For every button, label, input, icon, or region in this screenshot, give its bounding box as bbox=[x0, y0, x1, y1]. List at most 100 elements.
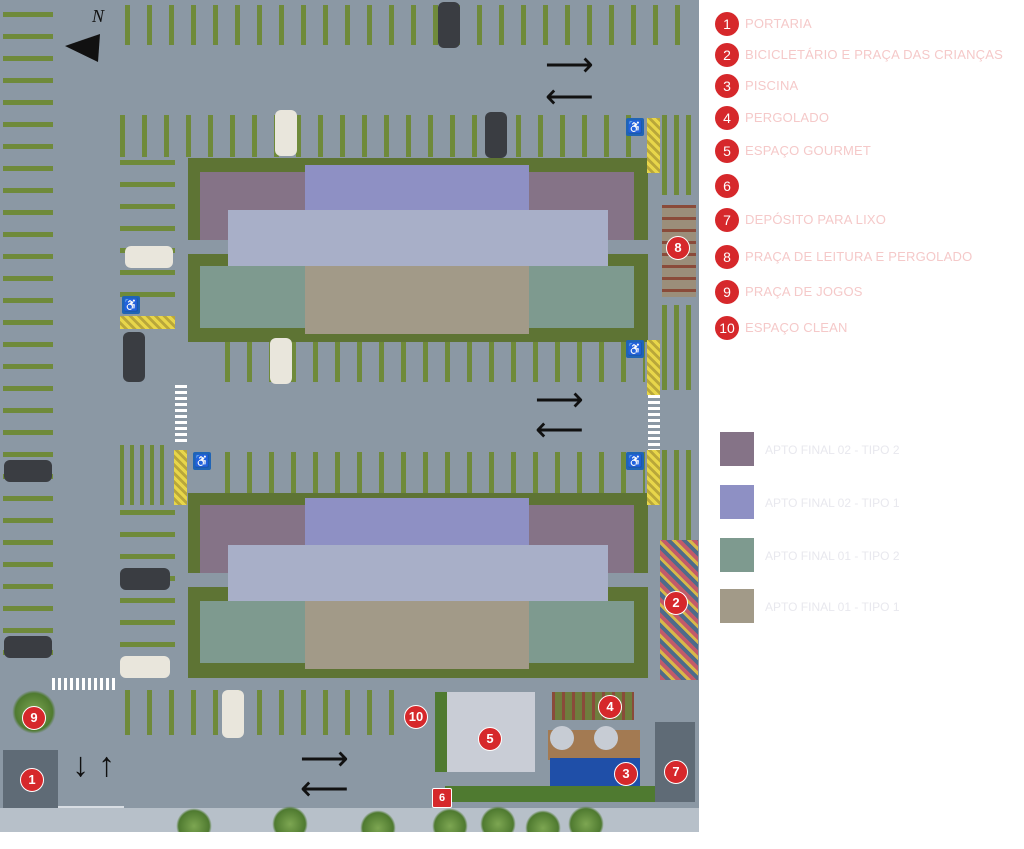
arrow-down-icon: ↓ bbox=[72, 746, 89, 784]
marker-4: 4 bbox=[598, 695, 622, 719]
upper-apt-bottom-right bbox=[529, 266, 634, 328]
left-parking-hedges bbox=[3, 12, 53, 662]
umbrella bbox=[550, 726, 574, 750]
swatch-label-3: APTO FINAL 01 - TIPO 2 bbox=[765, 549, 900, 563]
marker-6: 6 bbox=[432, 788, 452, 808]
legend-num-8: 8 bbox=[715, 245, 739, 269]
legend-label-5: ESPAÇO GOURMET bbox=[745, 143, 872, 158]
crosswalk-bottom bbox=[52, 678, 117, 690]
car bbox=[438, 2, 460, 48]
tree bbox=[480, 806, 516, 832]
legend-label-1: PORTARIA bbox=[745, 16, 812, 31]
car bbox=[123, 332, 145, 382]
upper-left-hedges bbox=[120, 160, 175, 300]
legend-num-2: 2 bbox=[715, 43, 739, 67]
legend-num-6: 6 bbox=[715, 174, 739, 198]
tree bbox=[432, 808, 468, 832]
upper-block-hedges bbox=[120, 115, 640, 157]
arrow-left-icon: ⟵ bbox=[300, 770, 349, 808]
car bbox=[120, 568, 170, 590]
wheelchair-icon: ♿ bbox=[626, 452, 644, 470]
marker-1: 1 bbox=[20, 768, 44, 792]
arrow-right-icon: ⟶ bbox=[535, 381, 584, 419]
legend-num-7: 7 bbox=[715, 208, 739, 232]
car bbox=[485, 112, 507, 158]
tree bbox=[525, 810, 561, 832]
pool-hedge bbox=[445, 786, 655, 802]
lower-apt-bottom-mid-right bbox=[417, 601, 529, 669]
tree bbox=[176, 808, 212, 832]
accessible-hatch-mid-left bbox=[174, 450, 187, 505]
legend-label-2: BICICLETÁRIO E PRAÇA DAS CRIANÇAS bbox=[745, 47, 1003, 62]
upper-apt-bottom-left bbox=[200, 266, 305, 328]
legend-num-1: 1 bbox=[715, 12, 739, 36]
right-hedges-upper bbox=[662, 115, 697, 195]
car bbox=[120, 656, 170, 678]
wheelchair-icon: ♿ bbox=[626, 340, 644, 358]
legend-label-4: PERGOLADO bbox=[745, 110, 830, 125]
lower-apt-bottom-left bbox=[200, 601, 305, 663]
crosswalk-right bbox=[648, 395, 660, 450]
car bbox=[270, 338, 292, 384]
swatch-type-1 bbox=[720, 432, 754, 466]
car bbox=[275, 110, 297, 156]
north-arrow-icon bbox=[65, 34, 100, 62]
legend-num-10: 10 bbox=[715, 316, 739, 340]
north-label: N bbox=[92, 6, 105, 26]
legend-label-9: PRAÇA DE JOGOS bbox=[745, 284, 863, 299]
accessible-hatch-top-right bbox=[647, 118, 660, 173]
car bbox=[4, 460, 52, 482]
accessible-hatch-left bbox=[120, 316, 175, 329]
arrow-up-icon: ↑ bbox=[98, 746, 115, 784]
swatch-label-1: APTO FINAL 02 - TIPO 2 bbox=[765, 443, 900, 457]
umbrella bbox=[594, 726, 618, 750]
lower-core bbox=[228, 545, 608, 601]
arrow-right-icon: ⟶ bbox=[300, 740, 349, 778]
tree bbox=[272, 806, 308, 832]
lower-apt-bottom-right bbox=[529, 601, 634, 663]
car bbox=[4, 636, 52, 658]
middle-upper-hedges bbox=[225, 340, 645, 382]
car bbox=[125, 246, 173, 268]
legend-label-3: PISCINA bbox=[745, 78, 799, 93]
upper-core bbox=[228, 210, 608, 266]
car bbox=[222, 690, 244, 738]
tree bbox=[360, 810, 396, 832]
legend-num-3: 3 bbox=[715, 74, 739, 98]
arrow-left-icon: ⟵ bbox=[545, 78, 594, 116]
gate-line bbox=[58, 806, 124, 809]
swatch-type-3 bbox=[720, 538, 754, 572]
legend-num-9: 9 bbox=[715, 280, 739, 304]
legend-label-7: DEPÓSITO PARA LIXO bbox=[745, 212, 887, 227]
swatch-type-4 bbox=[720, 589, 754, 623]
lower-apt-bottom-mid-left bbox=[305, 601, 417, 669]
wheelchair-icon: ♿ bbox=[626, 118, 644, 136]
wheelchair-icon: ♿ bbox=[122, 296, 140, 314]
right-hedges-lower bbox=[662, 450, 697, 540]
accessible-hatch-mid-right bbox=[647, 340, 660, 395]
marker-7: 7 bbox=[664, 760, 688, 784]
marker-8: 8 bbox=[666, 236, 690, 260]
swatch-type-2 bbox=[720, 485, 754, 519]
arrow-left-icon: ⟵ bbox=[535, 411, 584, 449]
marker-3: 3 bbox=[614, 762, 638, 786]
legend-label-8: PRAÇA DE LEITURA E PERGOLADO bbox=[745, 249, 973, 264]
upper-apt-bottom-mid-left bbox=[305, 266, 417, 334]
legend-num-4: 4 bbox=[715, 106, 739, 130]
legend-label-10: ESPAÇO CLEAN bbox=[745, 320, 848, 335]
marker-5: 5 bbox=[478, 727, 502, 751]
swatch-label-4: APTO FINAL 01 - TIPO 1 bbox=[765, 600, 900, 614]
middle-lower-hedges bbox=[225, 452, 645, 494]
marker-10: 10 bbox=[404, 705, 428, 729]
marker-2: 2 bbox=[664, 591, 688, 615]
marker-9: 9 bbox=[22, 706, 46, 730]
legend-num-5: 5 bbox=[715, 139, 739, 163]
gourmet-hedge bbox=[435, 692, 447, 772]
accessible-hatch-lower-right bbox=[647, 450, 660, 505]
wheelchair-icon: ♿ bbox=[193, 452, 211, 470]
bottom-hedges bbox=[125, 690, 400, 735]
swatch-label-2: APTO FINAL 02 - TIPO 1 bbox=[765, 496, 900, 510]
right-hedges-middle bbox=[662, 305, 697, 390]
crosswalk-left bbox=[175, 385, 187, 445]
middle-left-hedges bbox=[120, 445, 170, 505]
